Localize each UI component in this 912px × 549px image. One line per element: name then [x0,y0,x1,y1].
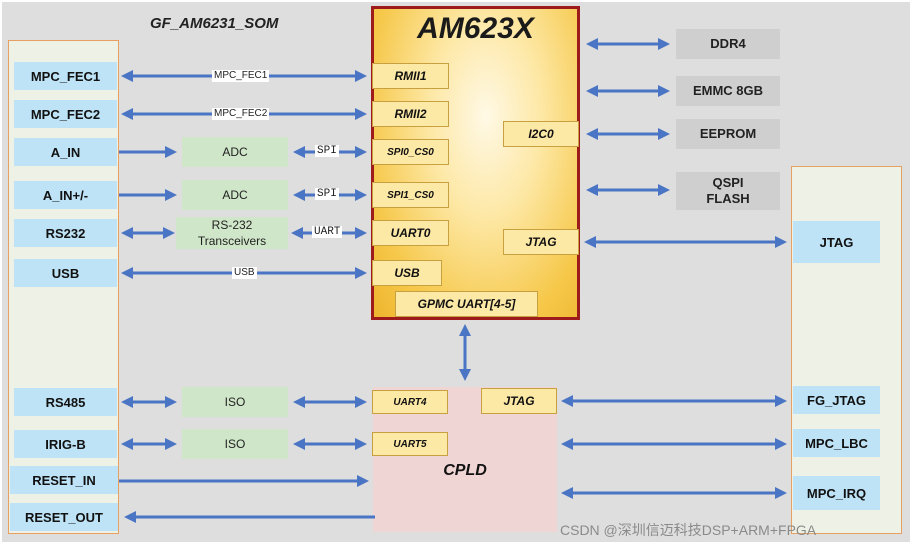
cpu-port-spi0: SPI0_CS0 [372,139,449,165]
reset-out-port: RESET_OUT [10,503,118,531]
link-label-spi-a: SPI [315,145,339,157]
eeprom-memory: EEPROM [676,119,780,149]
cpu-port-gpmc: GPMC UART[4-5] [395,291,538,317]
cpu-port-rmii1: RMII1 [372,63,449,89]
cpu-port-usb: USB [372,260,442,286]
rs232-port: RS232 [14,219,117,247]
adc-block-2: ADC [182,180,288,210]
cpu-port-spi1: SPI1_CS0 [372,182,449,208]
cpu-port-jtag: JTAG [503,229,579,255]
rs232-transceivers: RS-232 Transceivers [176,217,288,249]
mpc-irq-port: MPC_IRQ [793,476,880,510]
rs485-port: RS485 [14,388,117,416]
som-title: GF_AM6231_SOM [150,15,279,32]
qspi-flash: QSPI FLASH [676,172,780,210]
cpu-port-uart0: UART0 [372,220,449,246]
cpu-title: AM623X [417,12,534,45]
cpld-port-uart5: UART5 [372,432,448,456]
link-label-spi-b: SPI [315,188,339,200]
a-in-port: A_IN [14,138,117,166]
cpld-port-jtag: JTAG [481,388,557,414]
emmc-storage: EMMC 8GB [676,76,780,106]
a-in-pm-port: A_IN+/- [14,181,117,209]
cpu-port-i2c0: I2C0 [503,121,579,147]
link-label-mpc-fec1: MPC_FEC1 [212,70,270,82]
usb-port: USB [14,259,117,287]
cpld-label: CPLD [443,462,487,479]
iso-block-2: ISO [182,429,288,459]
link-label-mpc-fec2: MPC_FEC2 [212,108,270,120]
watermark: CSDN @深圳信迈科技DSP+ARM+FPGA [560,522,817,538]
adc-block-1: ADC [182,137,288,167]
mpc-fec2-port: MPC_FEC2 [14,100,117,128]
cpu-port-rmii2: RMII2 [372,101,449,127]
irig-b-port: IRIG-B [14,430,117,458]
mpc-lbc-port: MPC_LBC [793,429,880,457]
reset-in-port: RESET_IN [10,466,118,494]
iso-block-1: ISO [182,387,288,417]
mpc-fec1-port: MPC_FEC1 [14,62,117,90]
fg-jtag-port: FG_JTAG [793,386,880,414]
link-label-uart: UART [312,226,343,238]
link-label-usb: USB [232,267,257,279]
cpld-port-uart4: UART4 [372,390,448,414]
jtag-port: JTAG [793,221,880,263]
ddr4-memory: DDR4 [676,29,780,59]
